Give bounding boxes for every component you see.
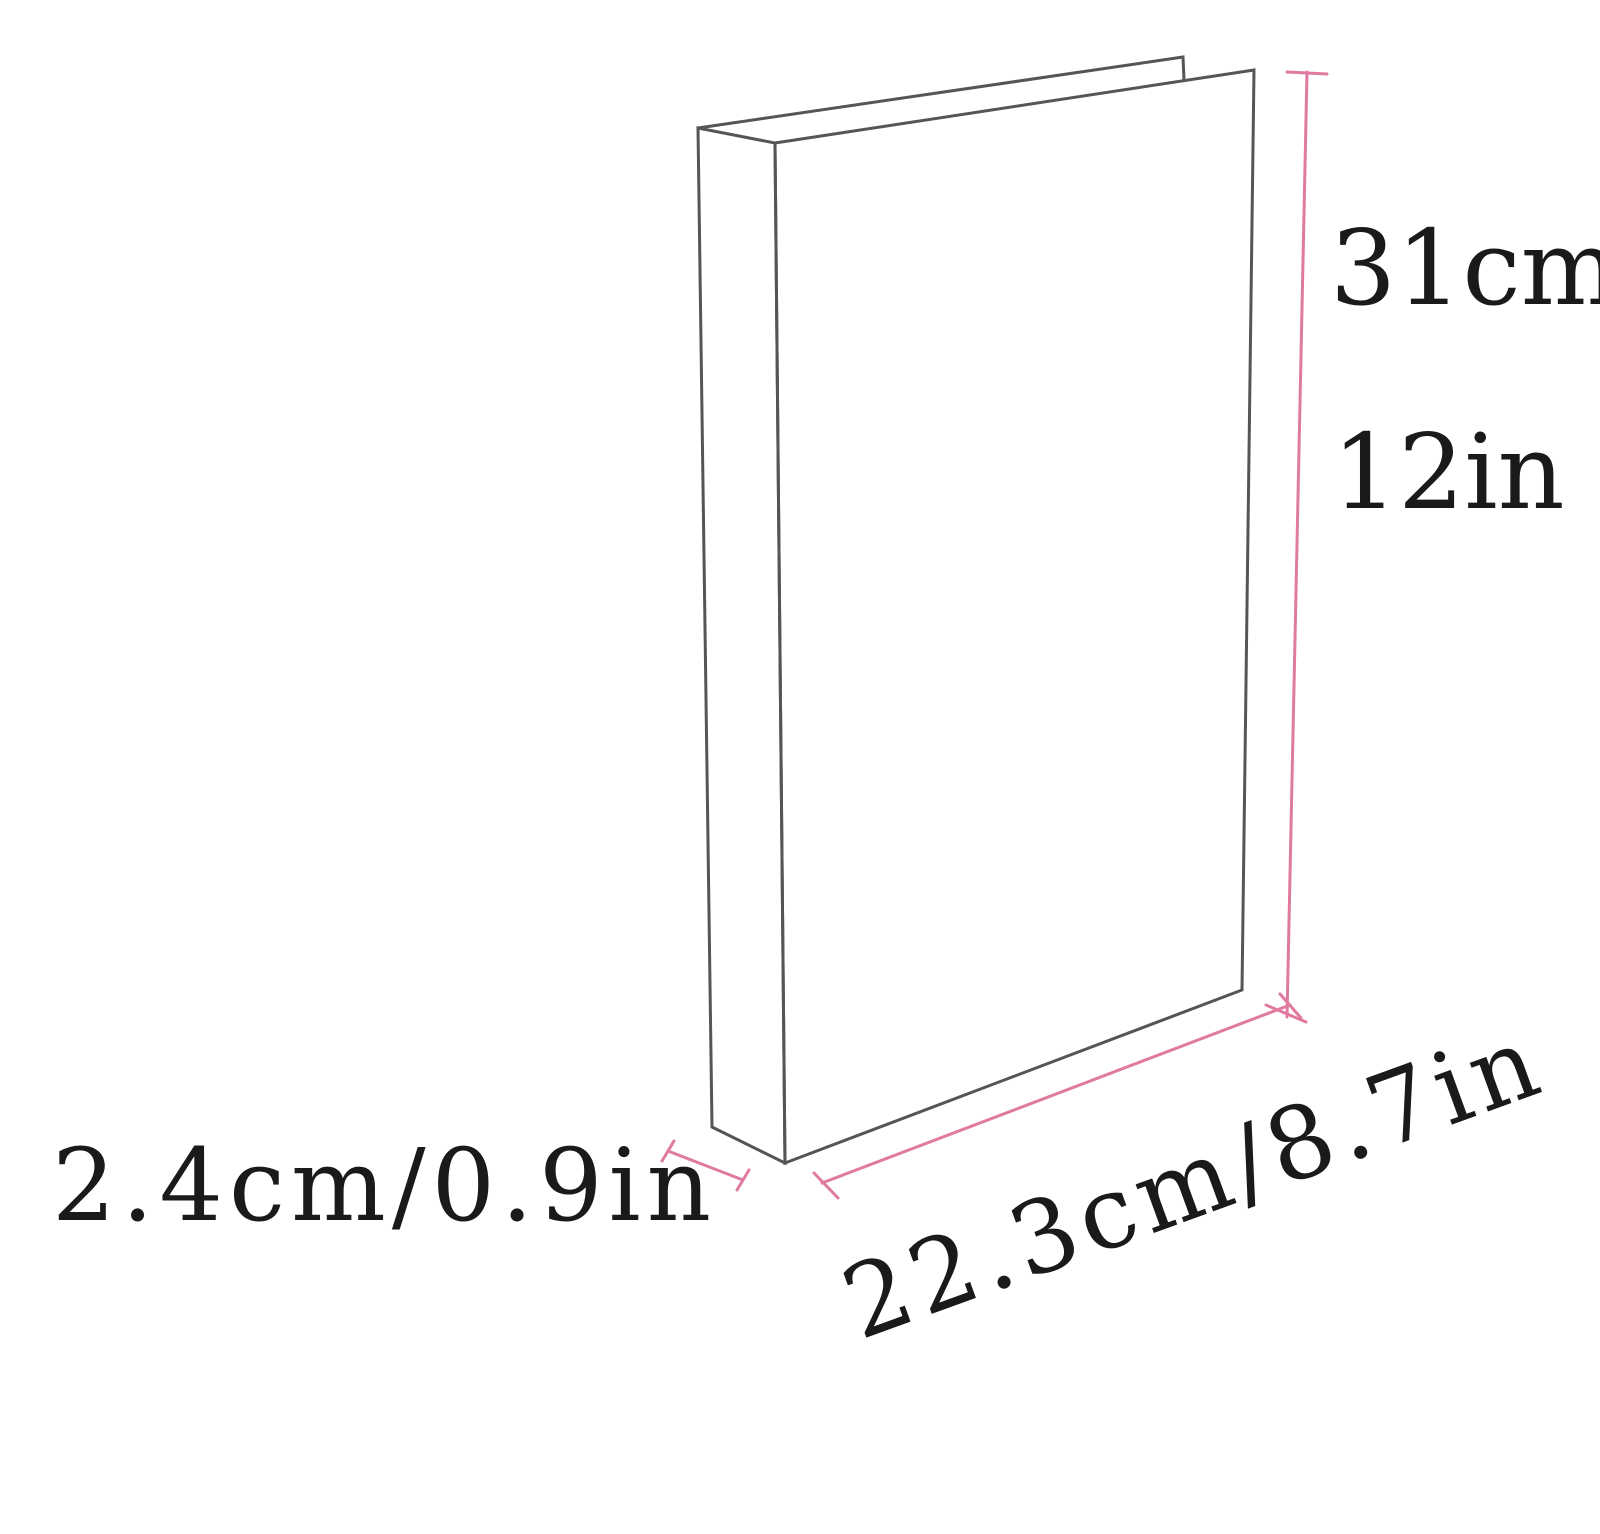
book-top-edge — [697, 55, 1186, 130]
book-spine — [696, 126, 787, 1166]
thickness-label: 2.4cm/0.9in — [52, 1127, 717, 1244]
height-dimension-line — [1264, 70, 1329, 1024]
thickness-dimension-line — [660, 1139, 751, 1192]
book-front-cover — [773, 68, 1256, 1166]
width-label: 22.3cm/8.7in — [828, 1001, 1558, 1362]
height-cm-label: 31cm — [1330, 207, 1600, 329]
width-dimension-line — [812, 992, 1303, 1200]
height-in-label: 12in — [1332, 411, 1565, 533]
book-outline — [696, 55, 1256, 1166]
